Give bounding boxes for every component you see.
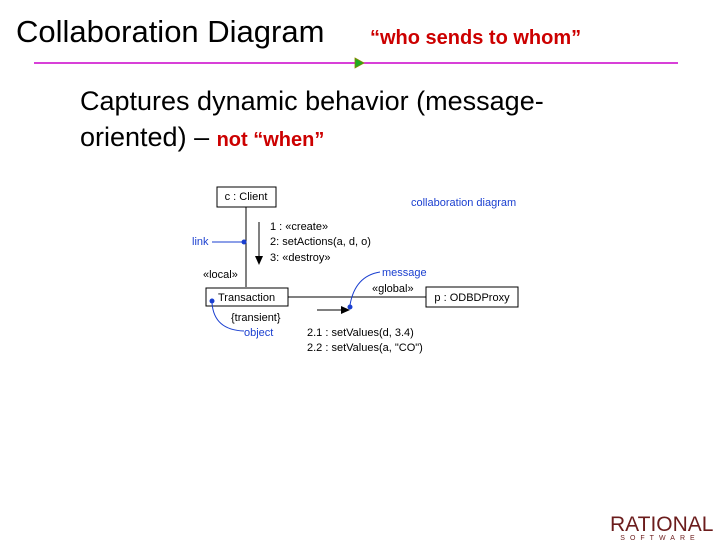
body-emphasis: not “when”: [216, 129, 325, 151]
message-bottom-2: 2.2 : setValues(a, "CO"): [307, 342, 423, 354]
proxy-box: [425, 286, 519, 308]
divider-marker-icon: [354, 57, 365, 69]
link-pointer-dot: [241, 239, 247, 245]
label-object: object: [244, 327, 273, 339]
logo-main-text: RATIONAL: [610, 513, 714, 536]
message-bottom-1: 2.1 : setValues(d, 3.4): [307, 327, 414, 339]
message-arrow-head-icon: [255, 256, 263, 265]
title-divider: [34, 57, 678, 69]
transaction-box-label: Transaction: [218, 292, 275, 304]
body-line-2-text: oriented) –: [80, 122, 217, 152]
logo-sub-text: SOFTWARE: [620, 535, 700, 542]
label-local: «local»: [203, 269, 238, 281]
body-line-1: Captures dynamic behavior (message-: [80, 86, 544, 116]
label-link: link: [192, 236, 209, 248]
slide-title: Collaboration Diagram: [16, 14, 325, 49]
message-pointer-curve: [349, 271, 381, 306]
message-top-3: 3: «destroy»: [270, 252, 331, 264]
label-transient: {transient}: [231, 312, 281, 324]
diagram-caption: collaboration diagram: [411, 197, 516, 209]
label-message: message: [382, 267, 427, 279]
message-arrow-right-head-icon: [341, 306, 350, 314]
body-line-2: oriented) – not “when”: [80, 122, 324, 153]
slide-subtitle: “who sends to whom”: [370, 27, 582, 49]
message-top-1: 1 : «create»: [270, 221, 328, 233]
label-global: «global»: [372, 283, 414, 295]
message-top-2: 2: setActions(a, d, o): [270, 236, 371, 248]
client-box-label: c : Client: [225, 191, 268, 203]
rational-logo: RATIONAL SOFTWARE: [610, 513, 714, 543]
object-pointer-dot: [209, 298, 215, 304]
proxy-box-label: p : ODBDProxy: [434, 292, 510, 304]
message-pointer-dot: [347, 304, 353, 310]
object-pointer-curve: [211, 302, 245, 332]
